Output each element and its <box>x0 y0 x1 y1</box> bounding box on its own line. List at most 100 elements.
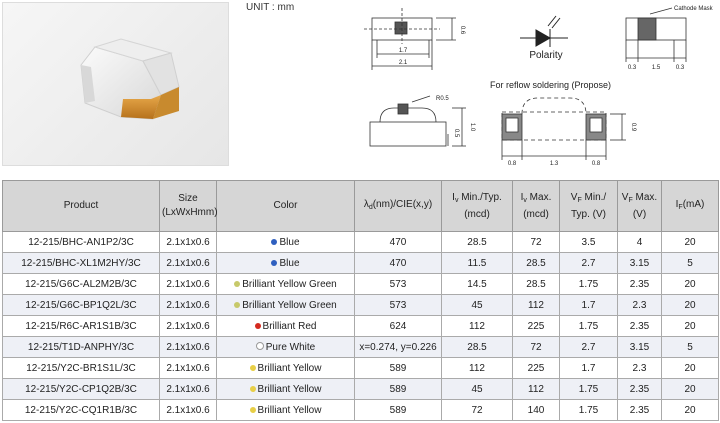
header-vf-max: VF Max.(V) <box>617 180 662 232</box>
iv-min-cell: 11.5 <box>441 252 513 274</box>
vf-min-cell: 1.7 <box>559 294 618 316</box>
size-cell: 2.1x1x0.6 <box>159 252 217 274</box>
wavelength-cell: x=0.274, y=0.226 <box>354 336 442 358</box>
polarity-diode-icon <box>520 15 568 47</box>
iv-max-cell: 72 <box>512 231 560 253</box>
wavelength-cell: 589 <box>354 357 442 379</box>
product-cell: 12-215/T1D-ANPHY/3C <box>2 336 160 358</box>
vf-min-cell: 2.7 <box>559 336 618 358</box>
iv-min-cell: 28.5 <box>441 231 513 253</box>
color-label: Blue <box>279 257 300 269</box>
color-cell: Pure White <box>216 336 355 358</box>
color-cell: Blue <box>216 252 355 274</box>
size-cell: 2.1x1x0.6 <box>159 399 217 421</box>
color-cell: Brilliant Yellow Green <box>216 294 355 316</box>
product-cell: 12-215/Y2C-BR1S1L/3C <box>2 357 160 379</box>
size-cell: 2.1x1x0.6 <box>159 294 217 316</box>
color-dot-icon <box>249 364 256 371</box>
vf-max-cell: 3.15 <box>617 252 662 274</box>
wavelength-cell: 470 <box>354 231 442 253</box>
if-cell: 20 <box>661 399 719 421</box>
iv-min-cell: 72 <box>441 399 513 421</box>
product-cell: 12-215/BHC-AN1P2/3C <box>2 231 160 253</box>
color-cell: Brilliant Yellow <box>216 357 355 379</box>
color-cell: Blue <box>216 231 355 253</box>
color-dot-icon <box>249 406 256 413</box>
header-iv-max: Iv Max.(mcd) <box>512 180 560 232</box>
iv-max-cell: 28.5 <box>512 273 560 295</box>
dim-0-5: 0.5 <box>453 129 459 138</box>
vf-max-cell: 2.35 <box>617 315 662 337</box>
wavelength-cell: 573 <box>354 273 442 295</box>
vf-max-cell: 2.35 <box>617 273 662 295</box>
wavelength-cell: 470 <box>354 252 442 274</box>
if-cell: 20 <box>661 273 719 295</box>
color-cell: Brilliant Red <box>216 315 355 337</box>
vf-min-cell: 3.5 <box>559 231 618 253</box>
dim-0-3-left: 0.3 <box>628 65 637 71</box>
product-cell: 12-215/R6C-AR1S1B/3C <box>2 315 160 337</box>
vf-max-cell: 2.35 <box>617 378 662 400</box>
size-cell: 2.1x1x0.6 <box>159 336 217 358</box>
product-cell: 12-215/Y2C-CP1Q2B/3C <box>2 378 160 400</box>
cathode-mask-label: Cathode Mask <box>674 6 714 12</box>
vf-min-cell: 1.75 <box>559 273 618 295</box>
reflow-label: For reflow soldering (Propose) <box>490 80 611 90</box>
iv-max-cell: 28.5 <box>512 252 560 274</box>
iv-max-cell: 112 <box>512 378 560 400</box>
color-label: Pure White <box>265 341 316 353</box>
iv-min-cell: 112 <box>441 357 513 379</box>
dim-1-7: 1.7 <box>399 48 408 54</box>
product-cell: 12-215/G6C-AL2M2B/3C <box>2 273 160 295</box>
dim-1-3: 1.3 <box>550 161 559 167</box>
wavelength-cell: 589 <box>354 378 442 400</box>
wavelength-cell: 624 <box>354 315 442 337</box>
header-size: Size(LxWxHmm) <box>159 180 218 232</box>
size-cell: 2.1x1x0.6 <box>159 357 217 379</box>
led-chip-image <box>80 38 180 120</box>
side-view-drawing <box>369 95 466 147</box>
color-label: Brilliant Red <box>262 320 317 332</box>
vf-min-cell: 2.7 <box>559 252 618 274</box>
header-iv-min: Iv Min./Typ.(mcd) <box>441 180 513 232</box>
dim-0-8-left: 0.8 <box>508 161 517 167</box>
product-cell: 12-215/BHC-XL1M2HY/3C <box>2 252 160 274</box>
vf-max-cell: 4 <box>617 231 662 253</box>
if-cell: 5 <box>661 336 719 358</box>
vf-min-cell: 1.7 <box>559 357 618 379</box>
iv-max-cell: 112 <box>512 294 560 316</box>
table-header-row: Product Size(LxWxHmm) Color λd(nm)/CIE(x… <box>2 180 719 232</box>
cathode-mask-drawing <box>625 7 687 62</box>
color-label: Brilliant Yellow <box>257 383 322 395</box>
dim-0-8-right: 0.8 <box>592 161 601 167</box>
solder-footprint-drawing <box>501 97 626 160</box>
header-color: Color <box>216 180 355 232</box>
polarity-label: Polarity <box>529 50 562 61</box>
if-cell: 5 <box>661 252 719 274</box>
size-cell: 2.1x1x0.6 <box>159 273 217 295</box>
color-dot-icon <box>234 301 241 308</box>
iv-min-cell: 45 <box>441 378 513 400</box>
dim-2-1: 2.1 <box>399 60 408 66</box>
if-cell: 20 <box>661 231 719 253</box>
color-dot-icon <box>255 341 264 350</box>
header-vf-min: VF Min./Typ. (V) <box>559 180 618 232</box>
size-cell: 2.1x1x0.6 <box>159 378 217 400</box>
dim-0-6: 0.6 <box>459 26 465 35</box>
vf-min-cell: 1.75 <box>559 399 618 421</box>
spec-table: Product Size(LxWxHmm) Color λd(nm)/CIE(x… <box>2 180 719 421</box>
vf-max-cell: 2.3 <box>617 357 662 379</box>
if-cell: 20 <box>661 315 719 337</box>
color-label: Brilliant Yellow Green <box>242 299 337 311</box>
dim-0-3-right: 0.3 <box>676 65 685 71</box>
dim-1-5: 1.5 <box>652 65 661 71</box>
if-cell: 20 <box>661 357 719 379</box>
iv-min-cell: 45 <box>441 294 513 316</box>
